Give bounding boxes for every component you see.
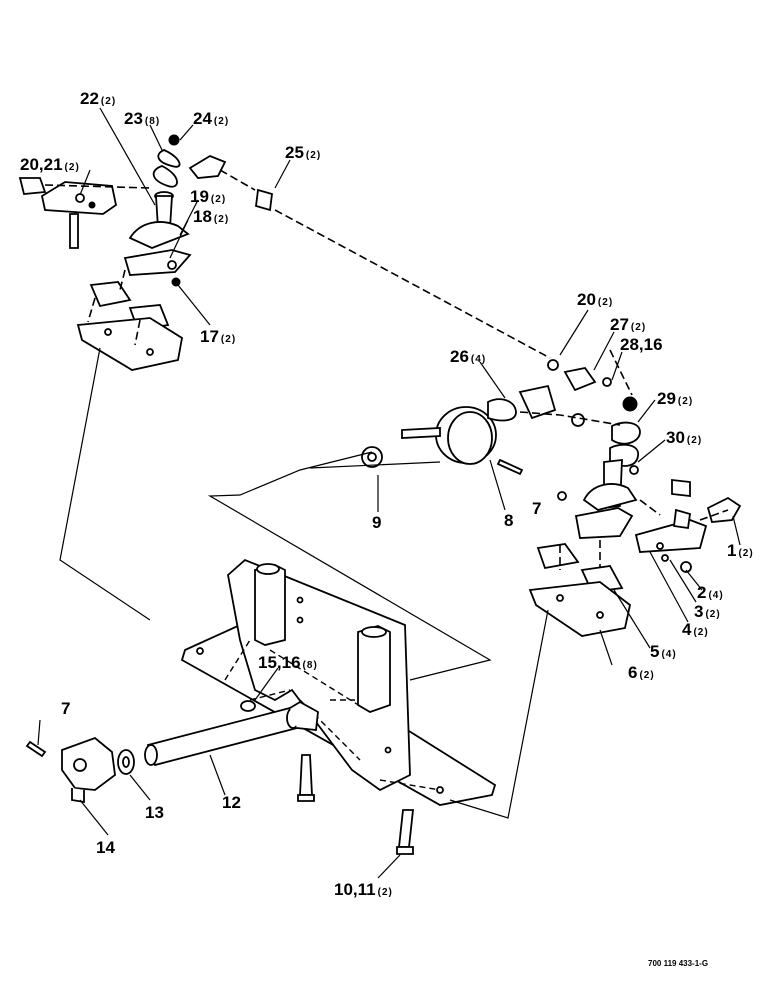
- callout-10-11: 10,11(2): [334, 880, 393, 899]
- callout-14: 14: [96, 838, 115, 857]
- callout-8: 8: [504, 511, 513, 530]
- base-frame: [180, 558, 497, 806]
- callout-20-21: 20,21(2): [20, 155, 80, 174]
- callout-30: 30(2): [666, 428, 702, 447]
- callout-labels: 22(2) 23(8) 24(2) 20,21(2) 25(2) 19(2) 1…: [20, 89, 754, 899]
- callout-18: 18(2): [193, 207, 229, 226]
- callout-1: 1(2): [727, 541, 754, 560]
- callout-28-16: 28,16: [620, 335, 663, 354]
- callout-7-upper: 7: [532, 499, 541, 518]
- leader-lines: [37, 107, 741, 879]
- callout-6: 6(2): [628, 663, 655, 682]
- callout-9: 9: [372, 513, 381, 532]
- callout-2: 2(4): [697, 583, 724, 602]
- callout-13: 13: [145, 803, 164, 822]
- callout-12: 12: [222, 793, 241, 812]
- callout-7-lower: 7: [61, 699, 70, 718]
- callout-17: 17(2): [200, 327, 236, 346]
- callout-29: 29(2): [657, 389, 693, 408]
- callout-25: 25(2): [285, 143, 321, 162]
- drawing-number: 700 119 433-1-G: [648, 959, 708, 968]
- callout-3: 3(2): [694, 602, 721, 621]
- callout-23: 23(8): [124, 109, 160, 128]
- callout-4: 4(2): [682, 620, 709, 639]
- callout-20: 20(2): [577, 290, 613, 309]
- callout-27: 27(2): [610, 315, 646, 334]
- callout-22: 22(2): [80, 89, 116, 108]
- assembly-lines: [44, 169, 729, 570]
- callout-19: 19(2): [190, 187, 226, 206]
- right-assembly: [361, 359, 742, 637]
- callout-15-16: 15,16(8): [258, 653, 318, 672]
- callout-5: 5(4): [650, 642, 677, 661]
- pivot-assembly: [25, 700, 415, 855]
- callout-24: 24(2): [193, 109, 229, 128]
- callout-26: 26(4): [450, 347, 486, 366]
